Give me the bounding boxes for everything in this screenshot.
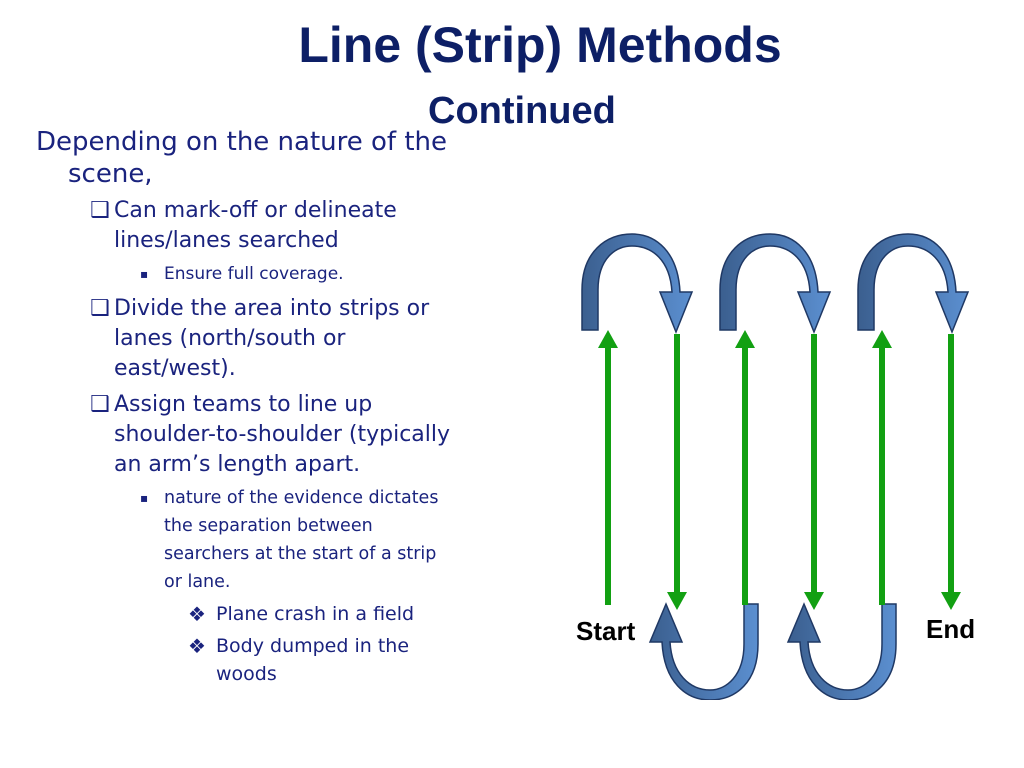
bullet-text: Can mark-off or delineate lines/lanes se… (114, 198, 397, 253)
end-label: End (926, 614, 975, 644)
checkbox-bullet-icon: ❑ (90, 392, 110, 417)
lane-arrow-up-5 (872, 330, 892, 605)
sub-sub-bullet-text: Body dumped in the woods (216, 635, 410, 685)
square-bullet-icon: ▪ (140, 267, 149, 281)
lane-arrow-up-1 (598, 330, 618, 605)
strip-search-diagram: Start End (576, 233, 975, 700)
lane-arrow-down-2 (667, 334, 687, 610)
title-block: Line (Strip) Methods (230, 14, 850, 76)
sub-bullet-coverage: ▪ Ensure full coverage. (36, 260, 456, 288)
slide-subtitle: Continued (428, 90, 616, 132)
bottom-turn-arrow-2 (786, 602, 897, 700)
bullet-text: Assign teams to line up shoulder-to-shou… (114, 392, 451, 477)
bullet-mark-off: ❑ Can mark-off or delineate lines/lanes … (36, 196, 456, 256)
diamond-bullet-icon: ❖ (188, 634, 206, 658)
start-label: Start (576, 616, 636, 646)
top-turn-arrow-2 (719, 233, 832, 335)
bullet-divide-area: ❑ Divide the area into strips or lanes (… (36, 294, 456, 384)
lane-arrow-down-6 (941, 334, 961, 610)
checkbox-bullet-icon: ❑ (90, 296, 110, 321)
bullet-content: Depending on the nature of the scene, ❑ … (36, 126, 456, 688)
diamond-bullet-icon: ❖ (188, 602, 206, 626)
square-bullet-icon: ▪ (140, 491, 149, 505)
sub-sub-bullet-body-dumped: ❖ Body dumped in the woods (36, 632, 456, 688)
slide-title: Line (Strip) Methods (298, 17, 782, 73)
sub-sub-bullet-plane-crash: ❖ Plane crash in a field (36, 600, 456, 628)
top-turn-arrow-1 (581, 233, 694, 335)
intro-text: Depending on the nature of the scene, (36, 127, 448, 189)
sub-bullet-text: Ensure full coverage. (164, 264, 344, 284)
top-turn-arrow-3 (857, 233, 970, 335)
checkbox-bullet-icon: ❑ (90, 198, 110, 223)
bullet-text: Divide the area into strips or lanes (no… (114, 296, 430, 381)
sub-bullet-evidence: ▪ nature of the evidence dictates the se… (36, 484, 456, 596)
bottom-turn-arrow-1 (648, 602, 759, 700)
sub-sub-bullet-text: Plane crash in a field (216, 603, 415, 625)
sub-bullet-text: nature of the evidence dictates the sepa… (164, 488, 439, 592)
bullet-assign-teams: ❑ Assign teams to line up shoulder-to-sh… (36, 390, 456, 480)
lane-arrow-up-3 (735, 330, 755, 605)
lane-arrow-down-4 (804, 334, 824, 610)
